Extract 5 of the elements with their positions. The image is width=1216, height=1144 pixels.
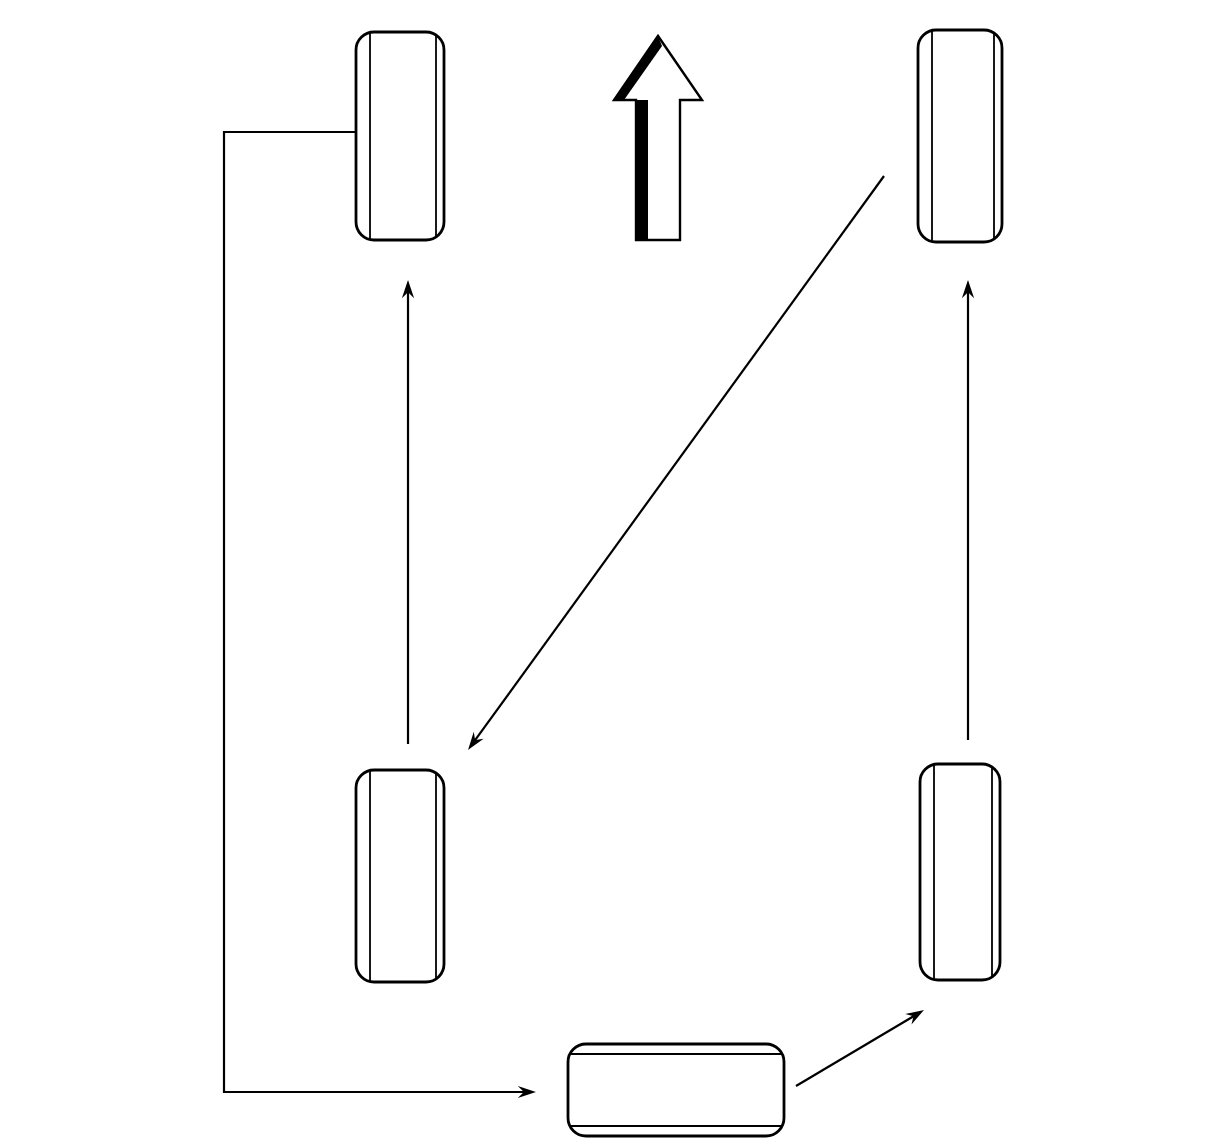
tire: [916, 28, 1004, 244]
tire: [354, 768, 446, 984]
tire: [918, 762, 1002, 982]
tire: [566, 1042, 786, 1138]
tire: [354, 30, 446, 242]
